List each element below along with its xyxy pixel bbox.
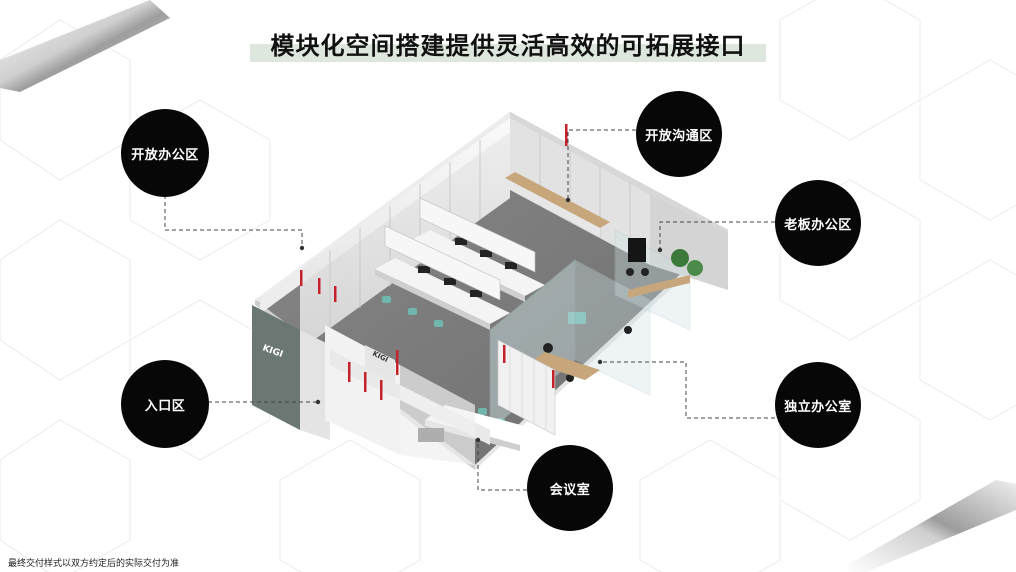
- zone-private-office-label: 独立办公室: [784, 399, 852, 415]
- corner-curl-bottom-right: [846, 480, 1016, 572]
- zone-boss-office-label: 老板办公区: [784, 217, 852, 233]
- zone-entrance-label: 入口区: [144, 398, 186, 414]
- title-highlight-band: [250, 44, 766, 62]
- title-block: 模块化空间搭建提供灵活高效的可拓展接口: [250, 22, 766, 66]
- zone-open-communication-label: 开放沟通区: [645, 128, 713, 144]
- zone-private-office-circle: 独立办公室: [775, 362, 861, 448]
- zone-boss-office-circle: 老板办公区: [775, 180, 861, 266]
- zone-open-office-circle: 开放办公区: [121, 109, 209, 197]
- zone-open-office-label: 开放办公区: [131, 147, 199, 163]
- page-title: 模块化空间搭建提供灵活高效的可拓展接口: [270, 32, 746, 60]
- footnote-disclaimer: 最终交付样式以双方约定后的实际交付为准: [8, 559, 180, 569]
- zone-meeting-room-label: 会议室: [549, 482, 591, 498]
- zone-open-communication-circle: 开放沟通区: [636, 91, 722, 177]
- zone-meeting-room-circle: 会议室: [527, 445, 613, 531]
- zone-entrance-circle: 入口区: [121, 360, 209, 448]
- corner-curl-top-left: [0, 0, 170, 92]
